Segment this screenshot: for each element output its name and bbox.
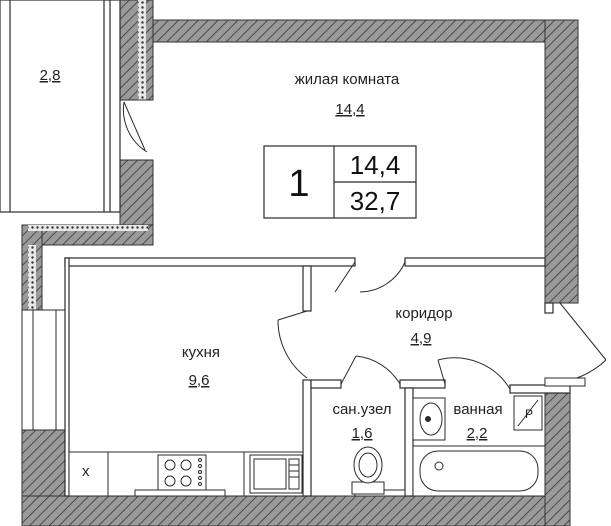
floor-drain-mark: Р bbox=[525, 407, 533, 421]
wall-right-lower bbox=[544, 389, 571, 526]
kitchen-name: кухня bbox=[182, 344, 220, 361]
wall-bottom bbox=[21, 495, 571, 526]
wc-name: сан.узел bbox=[332, 401, 391, 418]
total-area-value: 32,7 bbox=[350, 186, 401, 216]
bathtub-icon bbox=[412, 445, 546, 497]
corridor-area: 4,9 bbox=[411, 330, 432, 347]
kitchen-window bbox=[21, 309, 68, 431]
kitchen-cross-mark: x bbox=[82, 463, 90, 480]
wall-right-upper bbox=[544, 19, 579, 304]
living-room-name: жилая комната bbox=[295, 71, 400, 88]
apartment-summary-badge: 1 14,4 32,7 bbox=[263, 145, 417, 219]
balcony bbox=[0, 0, 121, 213]
sink-icon bbox=[249, 454, 303, 494]
wall-left-mid bbox=[119, 159, 154, 231]
living-room-area: 14,4 bbox=[335, 101, 364, 118]
wall-top bbox=[152, 19, 579, 43]
bathroom-name: ванная bbox=[453, 401, 502, 418]
stove-icon bbox=[157, 454, 207, 494]
toilet-icon bbox=[351, 446, 385, 495]
corridor-name: коридор bbox=[395, 305, 452, 322]
living-area-value: 14,4 bbox=[350, 150, 401, 180]
kitchen-area: 9,6 bbox=[189, 372, 210, 389]
exterior-walls bbox=[21, 0, 579, 526]
wall-left-upper bbox=[119, 0, 154, 101]
interior-partitions bbox=[64, 257, 571, 497]
balcony-door bbox=[120, 99, 153, 161]
insulation-strips bbox=[28, 0, 148, 310]
wc-area: 1,6 bbox=[352, 425, 373, 442]
balcony-area: 2,8 bbox=[40, 67, 61, 84]
washbasin-icon bbox=[412, 397, 446, 441]
doors bbox=[277, 261, 607, 390]
floor-drain-icon bbox=[513, 395, 543, 431]
bathroom-area: 2,2 bbox=[467, 425, 488, 442]
room-count: 1 bbox=[288, 163, 309, 205]
